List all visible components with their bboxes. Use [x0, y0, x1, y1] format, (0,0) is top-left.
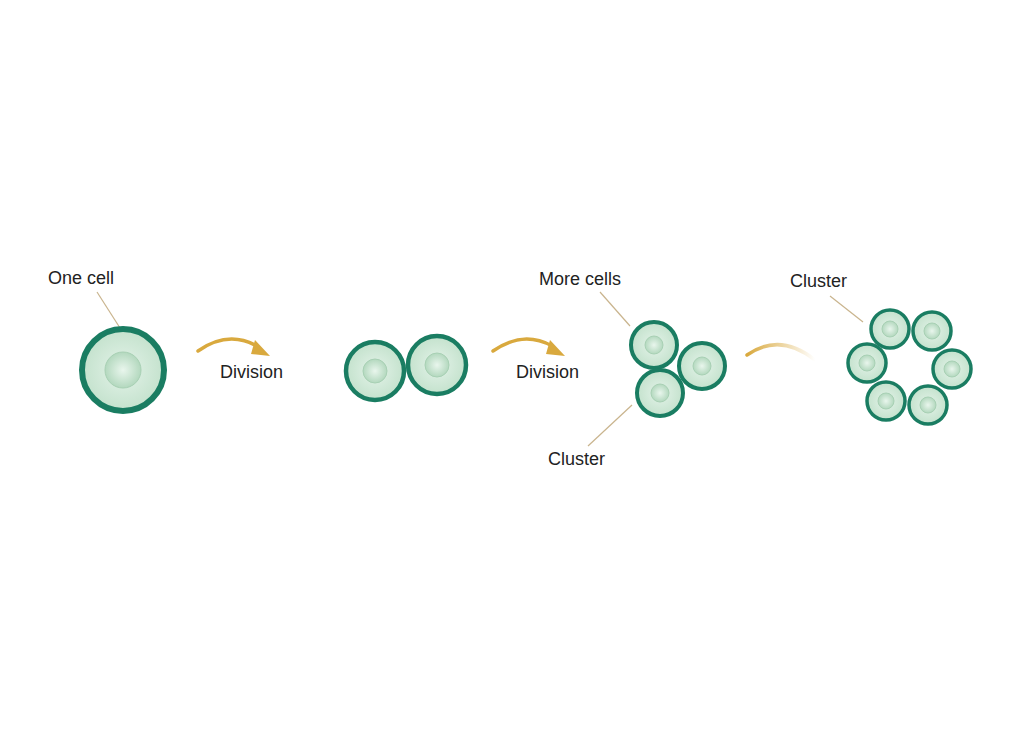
cell-body — [933, 350, 971, 388]
callout-label: More cells — [539, 269, 621, 289]
cell-body — [679, 343, 725, 389]
leader-line — [588, 405, 632, 446]
cell-nucleus — [920, 397, 936, 413]
cell-body — [346, 342, 404, 400]
cell-nucleus — [651, 384, 669, 402]
arrow-head — [251, 340, 270, 356]
cell-nucleus — [882, 321, 898, 337]
cell-body — [82, 329, 164, 411]
cell-body — [631, 322, 677, 368]
cell-nucleus — [878, 393, 894, 409]
callout-label: Cluster — [548, 449, 605, 469]
cell-nucleus — [924, 323, 940, 339]
leader-line — [600, 292, 630, 326]
fading-arrow — [747, 345, 815, 360]
cell-nucleus — [105, 352, 141, 388]
cell-body — [909, 386, 947, 424]
cell-nucleus — [363, 359, 387, 383]
callout-label: Division — [220, 362, 283, 382]
division-arrow — [198, 339, 257, 351]
cell-body — [871, 310, 909, 348]
cell-nucleus — [859, 355, 875, 371]
callout-label: One cell — [48, 268, 114, 288]
leader-line — [830, 296, 863, 322]
cell-body — [408, 336, 466, 394]
cell-body — [913, 312, 951, 350]
callout-label: Division — [516, 362, 579, 382]
cell-nucleus — [425, 353, 449, 377]
cell-nucleus — [693, 357, 711, 375]
leader-line — [97, 292, 120, 328]
arrow-head — [546, 340, 565, 356]
division-arrow — [493, 339, 552, 351]
cell-body — [867, 382, 905, 420]
callout-label: Cluster — [790, 271, 847, 291]
cell-nucleus — [645, 336, 663, 354]
cell-body — [637, 370, 683, 416]
cell-nucleus — [944, 361, 960, 377]
cell-body — [848, 344, 886, 382]
